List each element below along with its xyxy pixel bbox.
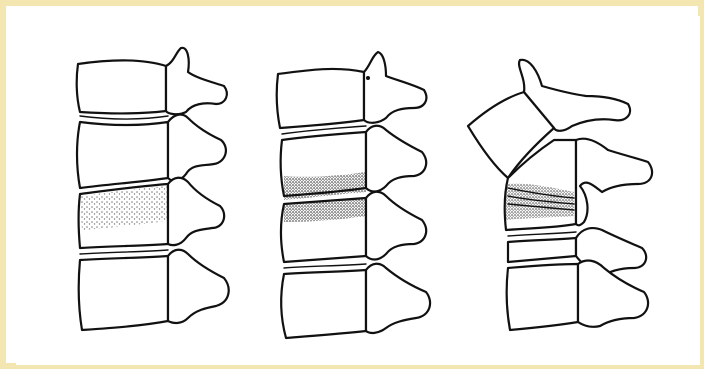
spinous-process-2-wedged — [576, 139, 652, 226]
spine-illustration — [16, 16, 700, 365]
vertebral-body-4 — [507, 264, 578, 330]
foramen-dot — [366, 76, 370, 80]
spinous-process-3 — [168, 178, 224, 245]
spinous-process-4 — [168, 250, 229, 323]
disc-line-1 — [80, 116, 168, 119]
vertebral-body-1 — [77, 61, 166, 114]
vertebral-body-3 — [508, 238, 576, 262]
spinous-process-2 — [168, 115, 226, 181]
vertebral-body-4 — [281, 270, 366, 338]
spinous-process-3 — [366, 192, 426, 260]
spinous-process-2 — [366, 126, 426, 192]
figure-canvas — [16, 16, 700, 365]
disc-line-2 — [284, 264, 366, 268]
panel-3 — [468, 60, 652, 330]
vertebral-body-4 — [79, 256, 168, 330]
spinous-process-1 — [364, 52, 426, 123]
disc-line-1 — [508, 232, 576, 236]
panel-2 — [277, 52, 430, 338]
spinous-process-1 — [166, 48, 227, 114]
vertebral-body-2 — [77, 122, 168, 188]
disc-line-2 — [80, 250, 168, 254]
spinous-process-4 — [366, 264, 430, 333]
vertebral-body-1 — [277, 69, 364, 128]
panel-1 — [77, 48, 229, 330]
